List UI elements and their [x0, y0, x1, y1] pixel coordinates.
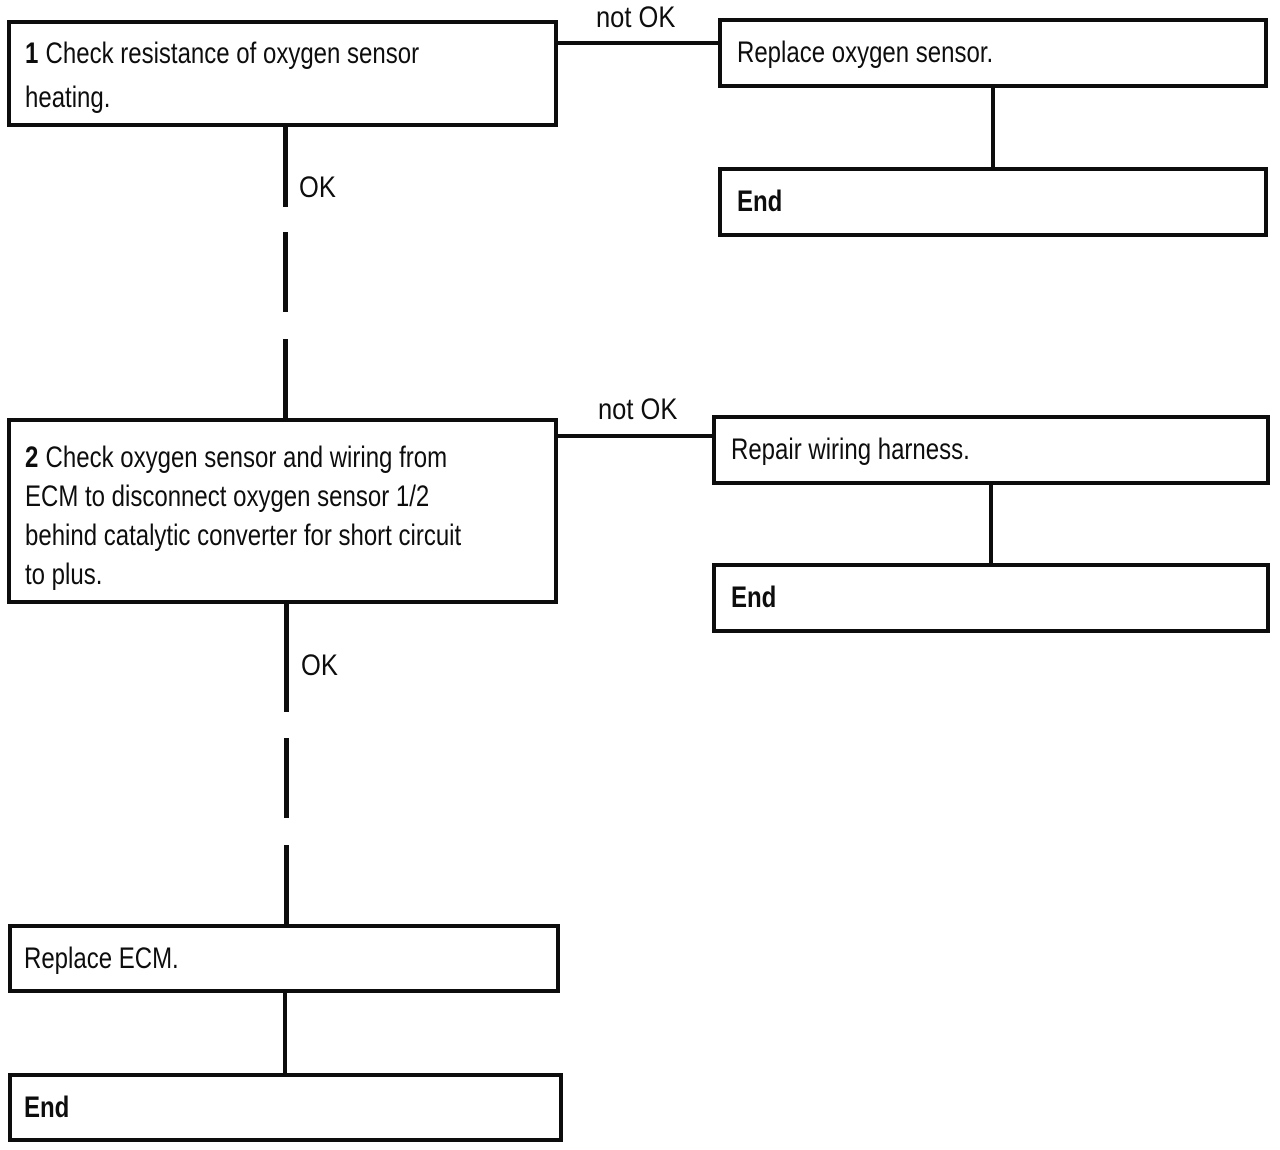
connector-step2-to-repair-wiring: [558, 434, 712, 438]
connector-replace-ecm-to-end-3: [283, 991, 287, 1075]
connector-step1-ok-solid-segment: [283, 127, 288, 207]
connector-step1-ok-dashed-segment: [283, 232, 288, 418]
node-replace-oxygen-sensor: Replace oxygen sensor.: [718, 18, 1268, 88]
end-2-text: End: [731, 581, 777, 614]
step-2-line-4: to plus.: [25, 558, 103, 591]
step-1-number: 1: [25, 37, 39, 70]
connector-repair-wiring-to-end-2: [989, 483, 993, 565]
edge-label-not-ok-2: not OK: [598, 393, 678, 426]
step-2-text: Check oxygen sensor and wiring from: [45, 441, 448, 474]
step-2-line-3: behind catalytic converter for short cir…: [25, 519, 462, 552]
node-repair-wiring-harness: Repair wiring harness.: [712, 415, 1270, 485]
replace-ecm-text: Replace ECM.: [24, 941, 179, 975]
connector-step1-to-replace-oxygen: [558, 41, 718, 45]
end-1-text: End: [737, 185, 783, 218]
connector-replace-oxygen-to-end-1: [991, 86, 995, 169]
edge-label-ok-1: OK: [299, 171, 336, 204]
end-3-text: End: [24, 1090, 70, 1124]
node-end-1: End: [718, 167, 1268, 237]
step-2-number: 2: [25, 441, 39, 474]
node-end-2: End: [712, 563, 1270, 633]
node-replace-ecm: Replace ECM.: [8, 924, 560, 993]
step-1-text: Check resistance of oxygen sensor: [45, 37, 420, 70]
node-end-3: End: [8, 1073, 563, 1142]
step-2-line-2: ECM to disconnect oxygen sensor 1/2: [25, 480, 430, 513]
connector-step2-ok-dashed-segment: [284, 738, 289, 926]
replace-oxygen-sensor-text: Replace oxygen sensor.: [737, 36, 994, 69]
edge-label-ok-2: OK: [301, 649, 338, 682]
connector-step2-ok-solid-segment: [284, 604, 289, 712]
edge-label-not-ok-1: not OK: [596, 1, 676, 34]
step-1-line-2: heating.: [25, 81, 111, 114]
repair-wiring-harness-text: Repair wiring harness.: [731, 433, 970, 466]
